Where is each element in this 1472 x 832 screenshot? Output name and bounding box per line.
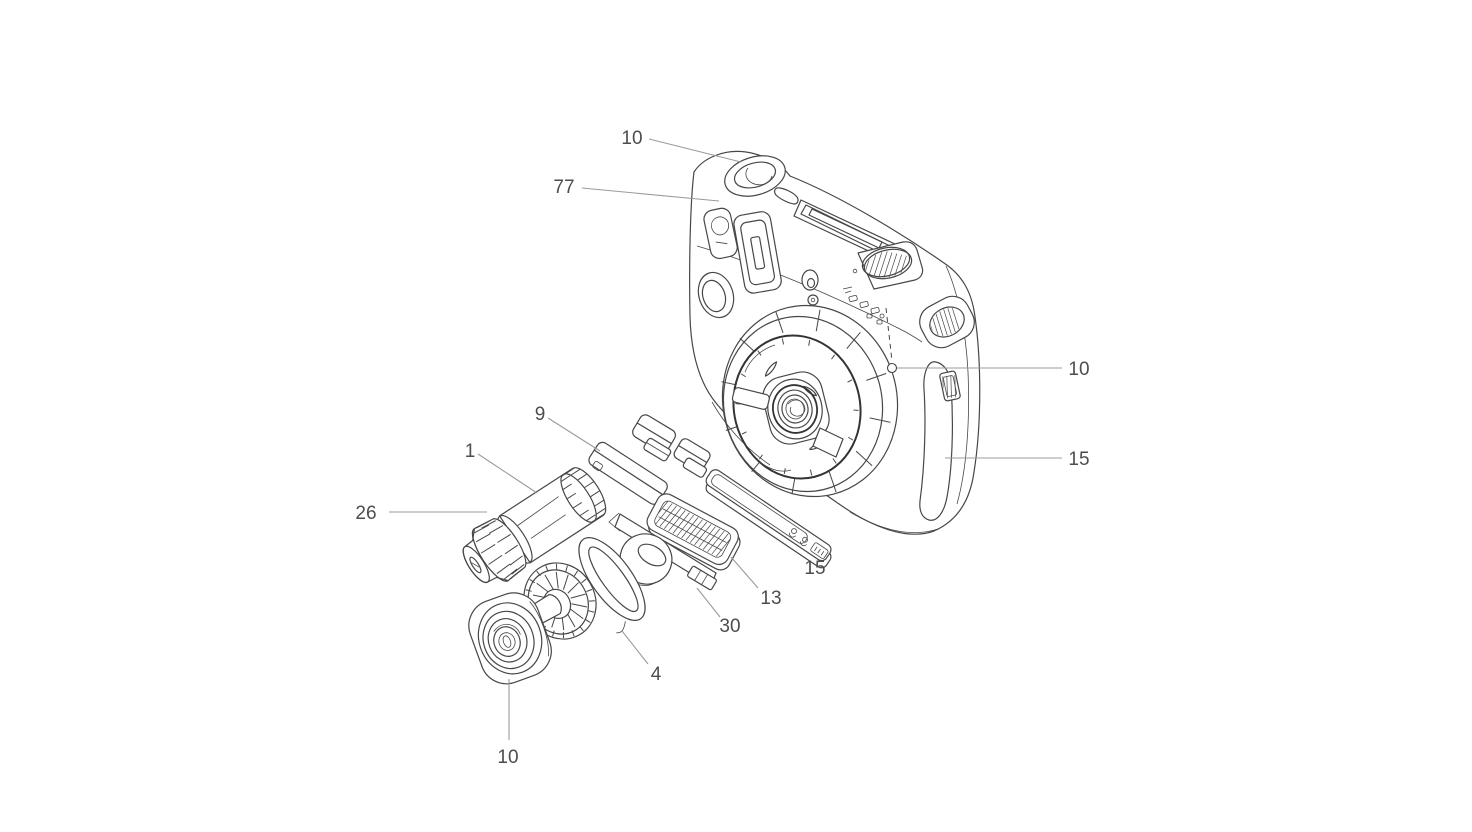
callout-leader-line bbox=[696, 587, 721, 618]
callout-label: 26 bbox=[355, 503, 376, 524]
data-plate bbox=[646, 493, 741, 571]
lens-notch bbox=[812, 427, 844, 458]
lens-side-tab bbox=[731, 387, 770, 410]
callout-leader-line bbox=[581, 187, 720, 202]
sensor-oval bbox=[697, 271, 735, 319]
callout-label: 15 bbox=[804, 558, 825, 579]
callout-label: 15 bbox=[1068, 449, 1089, 470]
callout-leader-line bbox=[730, 556, 759, 589]
callout-label: 1 bbox=[465, 441, 476, 462]
lens-face-ticks bbox=[735, 338, 859, 476]
strap-lug bbox=[919, 295, 975, 349]
callout-label: 4 bbox=[651, 664, 662, 685]
indicator-strip bbox=[705, 469, 832, 569]
lens-assembly bbox=[721, 304, 899, 498]
viewfinder-unit bbox=[733, 211, 782, 294]
callout-leader-line bbox=[477, 453, 538, 494]
side-latch bbox=[939, 370, 961, 402]
film-roller bbox=[462, 467, 607, 584]
callout-label: 77 bbox=[553, 177, 574, 198]
callout-labels: 10 77 10 15 9 1 26 15 13 30 4 10 bbox=[355, 128, 1089, 768]
callout-label: 9 bbox=[535, 404, 546, 425]
callout-label: 10 bbox=[621, 128, 642, 149]
latch-window bbox=[703, 207, 738, 260]
plate-hatch bbox=[652, 501, 733, 557]
mode-indicator-icons bbox=[842, 286, 885, 325]
callout-leader-line bbox=[648, 138, 742, 163]
film-advance-dial bbox=[857, 241, 924, 290]
release-lever bbox=[608, 512, 717, 591]
callout-label: 10 bbox=[1068, 359, 1089, 380]
callout-label: 10 bbox=[497, 747, 518, 768]
roller-knurl-teeth bbox=[474, 520, 525, 580]
bottom-seam bbox=[849, 511, 939, 534]
shutter-button bbox=[724, 155, 799, 205]
indicator-lamps bbox=[801, 269, 819, 306]
small-block-a bbox=[632, 414, 677, 462]
callout-label: 30 bbox=[719, 616, 740, 637]
callout-label: 13 bbox=[760, 588, 781, 609]
camera-body-group bbox=[689, 150, 981, 535]
callout-leader-line bbox=[547, 417, 601, 452]
strip-icons bbox=[788, 528, 829, 559]
small-block-b bbox=[673, 438, 711, 478]
callout-marker-dot bbox=[886, 362, 898, 374]
seal-ring bbox=[578, 537, 646, 634]
side-face-edge bbox=[945, 265, 969, 505]
spring-motor-housing bbox=[468, 592, 552, 685]
lens-bezel-plate bbox=[762, 371, 830, 445]
shutter-side-panel bbox=[774, 187, 799, 205]
roller-rib-band bbox=[560, 467, 606, 523]
lens-element bbox=[767, 378, 823, 440]
callout-leader-line bbox=[621, 630, 649, 665]
front-fold-line bbox=[711, 401, 771, 466]
